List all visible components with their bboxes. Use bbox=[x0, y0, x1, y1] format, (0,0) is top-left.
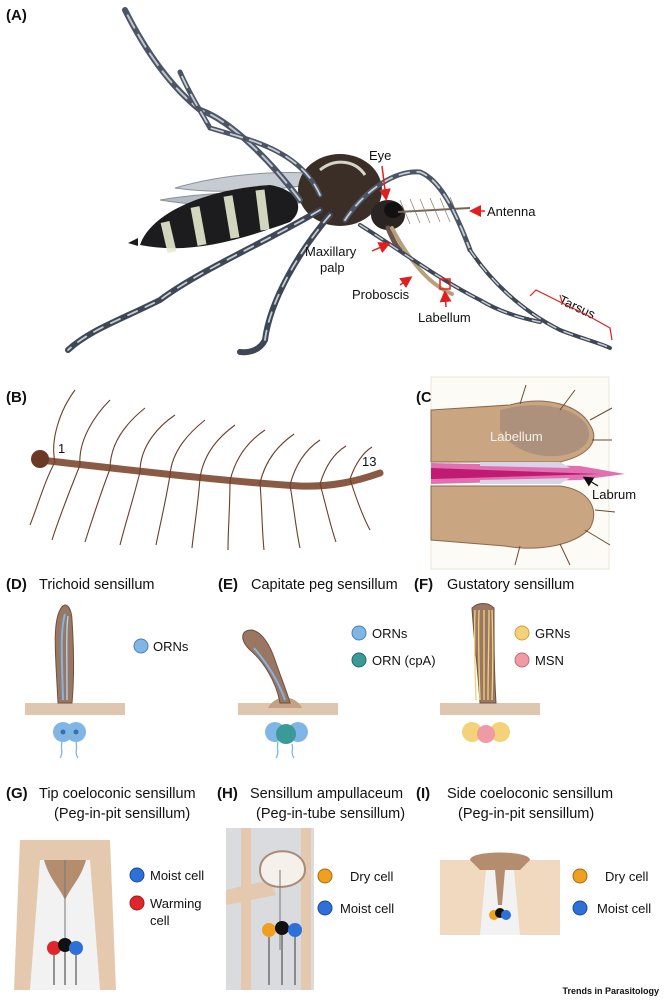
panel-d-letter: (D) bbox=[6, 576, 27, 593]
panel-c: (C) Labellum Labrum bbox=[416, 376, 636, 570]
panel-e: (E) Capitate peg sensillum ORNs ORN (cpA… bbox=[218, 576, 436, 759]
legend-swatch-orns-e bbox=[351, 625, 367, 641]
panel-i-title: Side coeloconic sensillum bbox=[447, 786, 613, 802]
legend-swatch-warming bbox=[129, 895, 145, 911]
panel-a: (A) bbox=[6, 7, 613, 356]
label-eye: Eye bbox=[369, 148, 391, 163]
label-proboscis: Proboscis bbox=[352, 287, 410, 302]
panel-g-title: Tip coeloconic sensillum bbox=[39, 786, 196, 802]
labellum-highlight-box bbox=[439, 278, 451, 290]
panel-g: (G) Tip coeloconic sensillum (Peg-in-pit… bbox=[6, 785, 204, 990]
labrum-label: Labrum bbox=[592, 487, 636, 502]
legend-moist-i: Moist cell bbox=[597, 901, 651, 916]
legend-swatch-orns bbox=[133, 638, 149, 654]
panel-b: (B) 1 13 bbox=[6, 389, 384, 551]
panel-e-letter: (E) bbox=[218, 576, 238, 593]
segment-1-label: 1 bbox=[58, 441, 65, 456]
mosquito-illustration bbox=[65, 7, 612, 356]
legend-orns: ORNs bbox=[153, 639, 189, 654]
panel-d: (D) Trichoid sensillum ORNs bbox=[6, 576, 189, 759]
panel-f-letter: (F) bbox=[414, 576, 433, 593]
label-maxillary: Maxillary bbox=[305, 244, 357, 259]
legend-dry-h: Dry cell bbox=[350, 869, 393, 884]
panel-b-letter: (B) bbox=[6, 389, 27, 406]
tarsus-bracket bbox=[529, 289, 613, 341]
legend-warming-cell: cell bbox=[150, 913, 170, 928]
panel-h-title: Sensillum ampullaceum bbox=[250, 786, 403, 802]
legend-warming: Warming bbox=[150, 896, 202, 911]
label-labellum: Labellum bbox=[418, 310, 471, 325]
legend-swatch-dry-i bbox=[572, 868, 588, 884]
legend-moist-g: Moist cell bbox=[150, 868, 204, 883]
panel-d-title: Trichoid sensillum bbox=[39, 577, 155, 593]
panel-e-title: Capitate peg sensillum bbox=[251, 577, 398, 593]
panel-i-subtitle: (Peg-in-pit sensillum) bbox=[458, 806, 594, 822]
legend-swatch-dry-h bbox=[317, 868, 333, 884]
legend-moist-h: Moist cell bbox=[340, 901, 394, 916]
labellum-label: Labellum bbox=[490, 429, 543, 444]
segment-13-label: 13 bbox=[362, 454, 376, 469]
legend-swatch-moist-i bbox=[572, 900, 588, 916]
panel-h-subtitle: (Peg-in-tube sensillum) bbox=[256, 806, 405, 822]
panel-f-title: Gustatory sensillum bbox=[447, 577, 574, 593]
legend-orns-e: ORNs bbox=[372, 626, 408, 641]
panel-i: (I) Side coeloconic sensillum (Peg-in-pi… bbox=[416, 785, 651, 935]
legend-swatch-moist-g bbox=[129, 867, 145, 883]
panel-h-letter: (H) bbox=[217, 785, 238, 802]
legend-msn: MSN bbox=[535, 653, 564, 668]
legend-swatch-grns bbox=[514, 625, 530, 641]
legend-orn-cpa: ORN (cpA) bbox=[372, 653, 436, 668]
panel-h: (H) Sensillum ampullaceum (Peg-in-tube s… bbox=[217, 785, 405, 990]
label-palp: palp bbox=[320, 260, 345, 275]
legend-grns: GRNs bbox=[535, 626, 571, 641]
labellum-illustration bbox=[430, 384, 625, 566]
panel-a-letter: (A) bbox=[6, 7, 27, 24]
legend-swatch-moist-h bbox=[317, 900, 333, 916]
panel-f: (F) Gustatory sensillum GRNs MSN bbox=[414, 576, 574, 743]
label-antenna: Antenna bbox=[487, 204, 536, 219]
legend-swatch-orn-cpa bbox=[351, 652, 367, 668]
footer-journal-name: Trends in Parasitology bbox=[562, 986, 659, 996]
legend-dry-i: Dry cell bbox=[605, 869, 648, 884]
panel-i-letter: (I) bbox=[416, 785, 430, 802]
panel-g-letter: (G) bbox=[6, 785, 28, 802]
panel-g-subtitle: (Peg-in-pit sensillum) bbox=[54, 806, 190, 822]
legend-swatch-msn bbox=[514, 652, 530, 668]
antenna-illustration bbox=[29, 389, 384, 551]
